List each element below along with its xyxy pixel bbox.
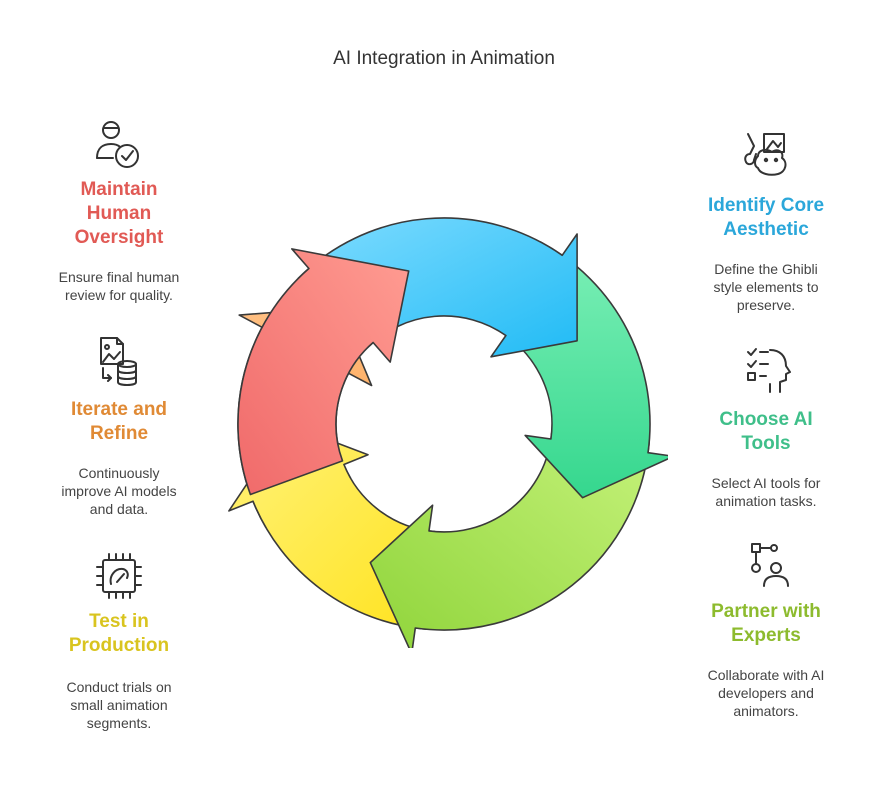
step-heading-line: Iterate and — [70, 399, 168, 420]
step-description-line: small animation — [70, 697, 168, 713]
step-description-line: developers and — [718, 685, 814, 701]
step-heading-line: Experts — [731, 625, 801, 646]
step-partner-with-experts: Partner with Experts Collaborate with AI… — [671, 536, 861, 720]
step-description-line: style elements to — [713, 279, 819, 295]
page-title: AI Integration in Animation — [333, 48, 555, 69]
cycle-diagram — [228, 217, 668, 648]
chip-gauge-icon — [96, 553, 142, 599]
step-identify-core-aesthetic: Identify Core Aesthetic Define the Ghibl… — [671, 130, 861, 314]
step-description-line: review for quality. — [65, 287, 173, 303]
step-description-line: segments. — [86, 715, 152, 731]
step-maintain-human-oversight: Maintain Human Oversight Ensure final hu… — [24, 118, 214, 304]
step-heading-line: Identify Core — [707, 195, 825, 216]
step-description-line: Conduct trials on — [66, 679, 172, 695]
step-description-line: animators. — [733, 703, 799, 719]
step-heading-line: Choose AI — [719, 409, 813, 430]
step-choose-ai-tools: Choose AI Tools Select AI tools for anim… — [671, 344, 861, 510]
step-description-line: and data. — [89, 501, 149, 517]
step-description-line: Continuously — [78, 465, 160, 481]
step-heading-line: Oversight — [74, 227, 164, 248]
person-check-icon — [96, 121, 139, 168]
image-to-database-icon — [100, 337, 137, 386]
step-heading-line: Aesthetic — [723, 219, 809, 240]
step-heading-line: Test in — [89, 611, 149, 632]
step-heading-line: Tools — [741, 433, 791, 454]
step-heading-line: Production — [68, 635, 170, 656]
step-description-line: Define the Ghibli — [714, 261, 818, 277]
step-description-line: animation tasks. — [715, 493, 817, 509]
network-person-icon — [751, 543, 789, 587]
step-description-line: Ensure final human — [58, 269, 180, 285]
step-heading-line: Refine — [89, 423, 149, 444]
checklist-head-icon — [747, 348, 791, 393]
step-heading-line: Partner with — [711, 601, 821, 622]
totoro-art-icon — [744, 133, 787, 176]
step-description-line: Select AI tools for — [711, 475, 821, 491]
step-heading-line: Human — [86, 203, 152, 224]
step-description-line: improve AI models — [61, 483, 177, 499]
step-iterate-and-refine: Iterate and Refine Continuously improve … — [24, 334, 214, 518]
step-test-in-production: Test in Production Conduct trials on sma… — [24, 550, 214, 732]
step-description-line: preserve. — [736, 297, 796, 313]
step-heading-line: Maintain — [80, 179, 158, 200]
arrow-segment-oversight — [237, 248, 410, 496]
step-description-line: Collaborate with AI — [707, 667, 825, 683]
